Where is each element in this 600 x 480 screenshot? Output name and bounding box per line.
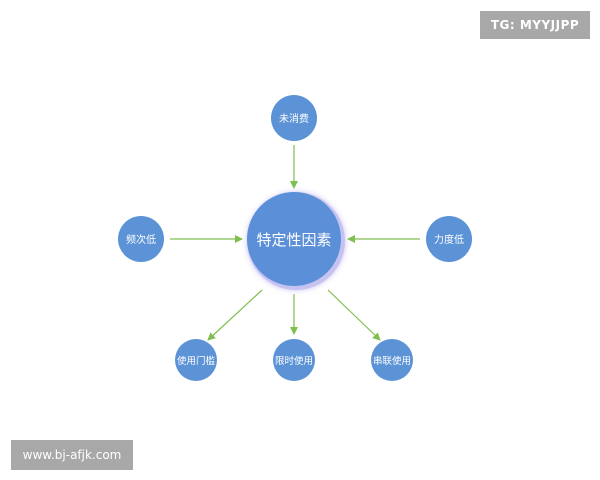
watermark-top-right: TG: MYYJJPP <box>480 11 590 39</box>
node-top-label: 未消费 <box>279 112 309 125</box>
node-right-label: 力度低 <box>434 233 464 246</box>
node-left: 频次低 <box>118 216 164 262</box>
node-center-label: 特定性因素 <box>256 231 331 249</box>
node-bottom-left: 使用门槛 <box>175 339 217 381</box>
node-top: 未消费 <box>271 95 317 141</box>
node-right: 力度低 <box>426 216 472 262</box>
node-bottom-right: 串联使用 <box>371 339 413 381</box>
watermark-bottom-left: www.bj-afjk.com <box>11 440 133 470</box>
node-bottom-left-label: 使用门槛 <box>177 355 216 367</box>
arrow-bottom-left <box>207 289 263 341</box>
node-bottom-center: 限时使用 <box>273 339 315 381</box>
node-left-label: 频次低 <box>126 233 156 246</box>
node-bottom-center-label: 限时使用 <box>275 355 313 367</box>
node-center: 特定性因素 <box>247 192 345 290</box>
arrow-bottom-right <box>327 289 381 341</box>
node-bottom-right-label: 串联使用 <box>373 355 411 367</box>
